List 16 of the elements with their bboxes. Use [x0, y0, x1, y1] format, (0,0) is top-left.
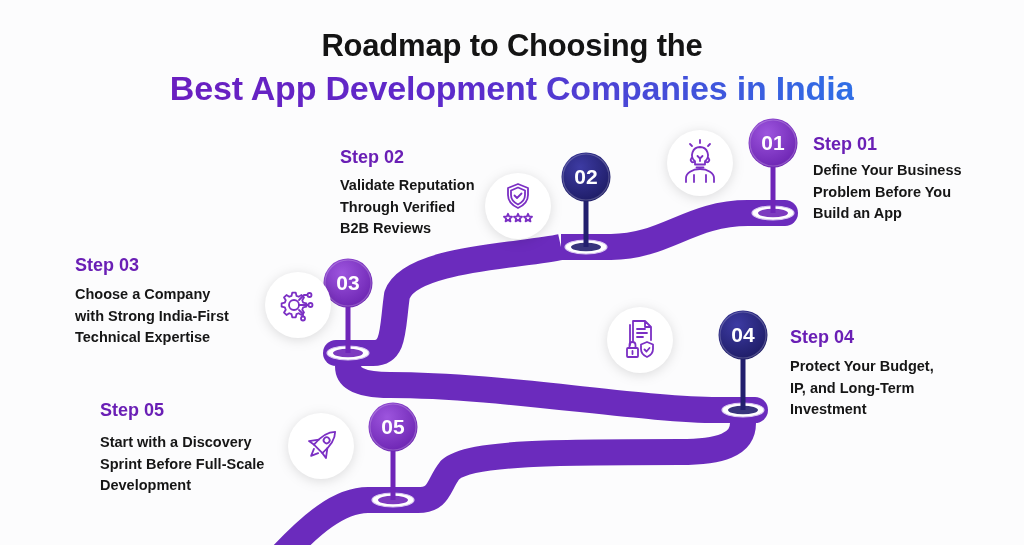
step-heading: Step 03 [75, 255, 140, 275]
pin-number: 05 [381, 415, 405, 439]
step-description: Choose a Company with Strong India-First Technical Expertise [75, 285, 230, 347]
step-heading: Step 01 [813, 134, 878, 154]
title: Roadmap to Choosing the Best App Development Companies in India [169, 27, 855, 109]
pin-number: 03 [336, 271, 360, 295]
step-heading: Step 04 [790, 327, 855, 347]
step-description: Define Your Business Problem Before You Build an App [813, 161, 963, 223]
step-description: Validate Reputation Through Verified B2B Reviews [340, 176, 476, 238]
pin-number: 04 [731, 323, 755, 347]
step-description: Protect Your Budget, IP, and Long-Term Investment [790, 357, 935, 419]
step-heading: Step 05 [100, 400, 165, 420]
pin-number: 01 [761, 131, 785, 155]
step-description: Start with a Discovery Sprint Before Full-Scale Development [100, 433, 266, 495]
pin-number: 02 [574, 165, 598, 189]
step-heading: Step 02 [340, 147, 405, 167]
